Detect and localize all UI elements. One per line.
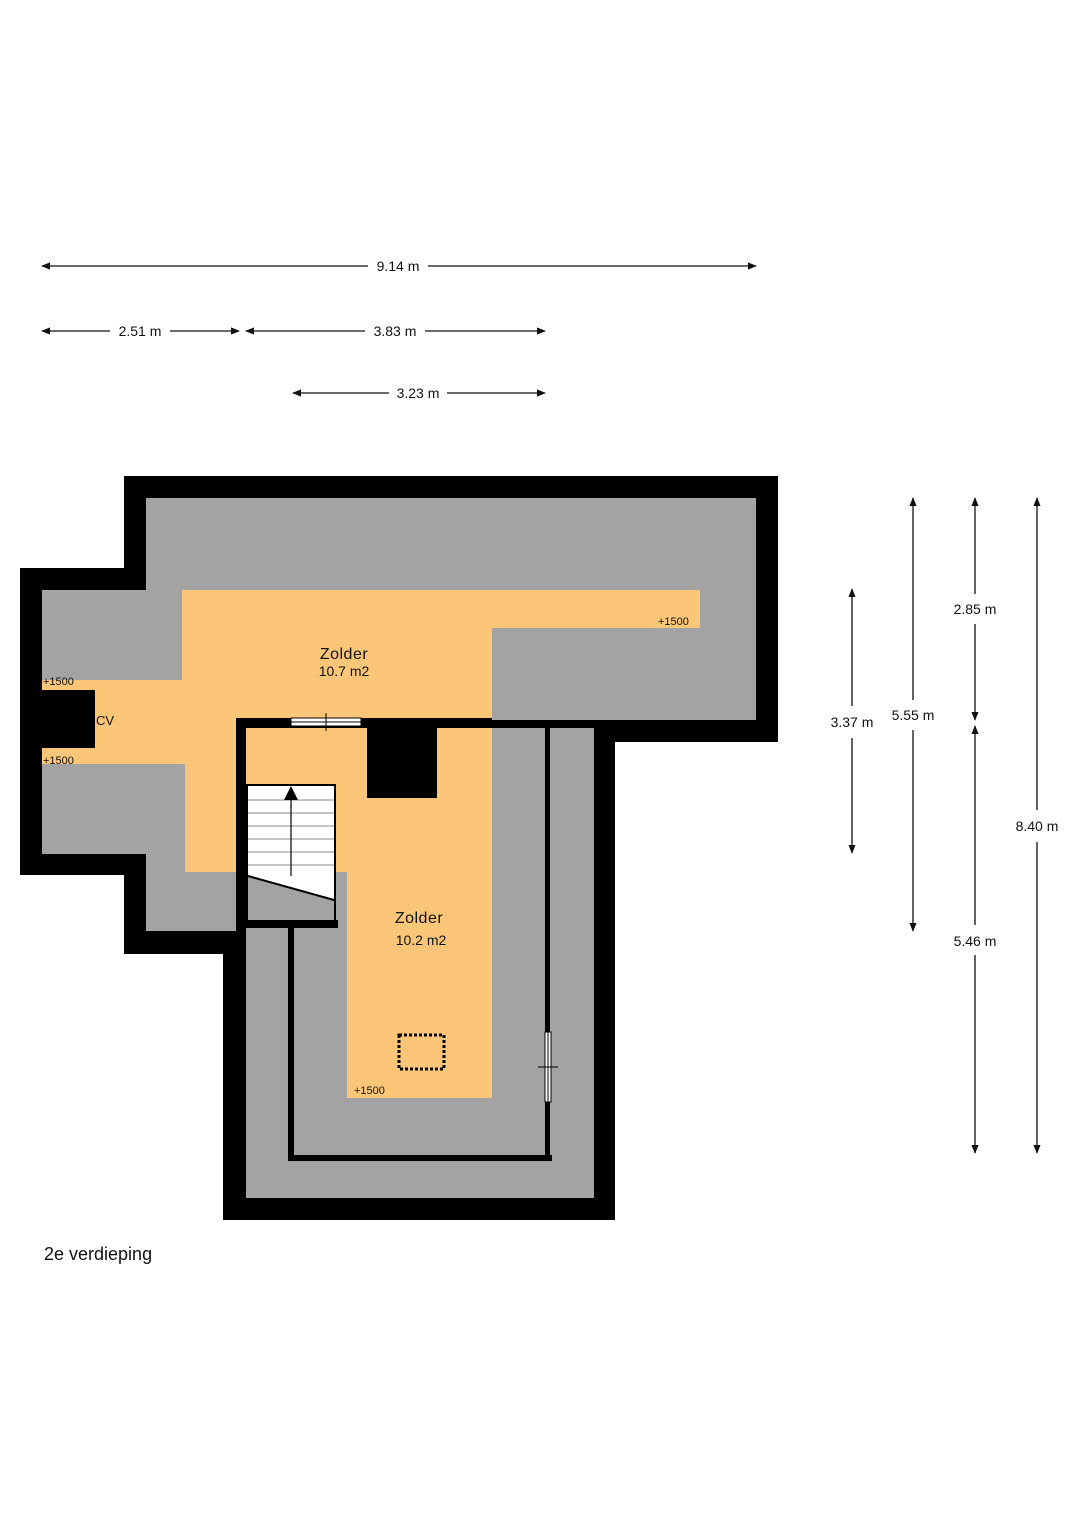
dim-label-height-mid: 5.55 m bbox=[892, 707, 935, 723]
roof-window-right bbox=[538, 1031, 558, 1103]
attic-hatch-icon bbox=[397, 1033, 446, 1071]
chimney-block bbox=[367, 728, 437, 798]
staircase bbox=[246, 784, 336, 922]
usable-floor-area bbox=[42, 590, 700, 1098]
dim-label-width-inner: 3.23 m bbox=[397, 385, 440, 401]
level-marker-3: +1500 bbox=[43, 755, 74, 767]
dim-label-width-middle: 3.83 m bbox=[374, 323, 417, 339]
dimension-total-width: 9.14 m bbox=[41, 258, 757, 274]
dimension-height-top: 2.85 m bbox=[954, 497, 997, 721]
floor-label: 2e verdieping bbox=[44, 1244, 153, 1264]
dimension-total-height: 8.40 m bbox=[1016, 497, 1059, 1154]
room-name-zolder-2: Zolder bbox=[395, 910, 444, 927]
dim-label-height-bottom: 5.46 m bbox=[954, 933, 997, 949]
room-area-zolder-1: 10.7 m2 bbox=[319, 663, 370, 679]
dimension-width-inner: 3.23 m bbox=[292, 385, 546, 401]
room-name-zolder-1: Zolder bbox=[320, 646, 369, 663]
floor-plan: Zolder 10.7 m2 Zolder 10.2 m2 +1500 +150… bbox=[20, 476, 778, 1220]
roof-window-top bbox=[290, 713, 362, 731]
dimension-height-zolder-1: 3.37 m bbox=[831, 588, 874, 854]
dimension-height-mid: 5.55 m bbox=[892, 497, 935, 932]
level-marker-1: +1500 bbox=[658, 616, 689, 628]
dim-label-height-zolder-1: 3.37 m bbox=[831, 714, 874, 730]
dim-label-height-top: 2.85 m bbox=[954, 601, 997, 617]
room-area-zolder-2: 10.2 m2 bbox=[396, 932, 447, 948]
dim-label-width-left: 2.51 m bbox=[119, 323, 162, 339]
level-marker-4: +1500 bbox=[354, 1085, 385, 1097]
dim-label-total-height: 8.40 m bbox=[1016, 818, 1059, 834]
dim-label-total-width: 9.14 m bbox=[377, 258, 420, 274]
dimension-height-bottom: 5.46 m bbox=[954, 725, 997, 1154]
dimension-width-middle: 3.83 m bbox=[245, 323, 546, 339]
level-marker-2: +1500 bbox=[43, 676, 74, 688]
dimension-width-left: 2.51 m bbox=[41, 323, 240, 339]
cv-label: CV bbox=[96, 713, 114, 728]
cv-unit bbox=[42, 690, 95, 748]
stair-up-arrow-icon bbox=[284, 786, 298, 800]
